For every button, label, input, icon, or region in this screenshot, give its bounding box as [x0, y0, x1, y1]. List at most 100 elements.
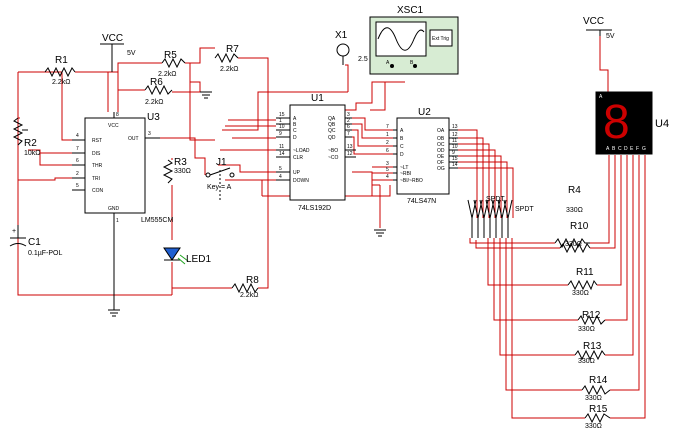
svg-text:C: C	[293, 128, 297, 134]
svg-text:5: 5	[76, 183, 79, 189]
svg-text:6: 6	[76, 158, 79, 164]
svg-text:10: 10	[279, 124, 285, 130]
svg-text:330Ω: 330Ω	[174, 168, 191, 175]
svg-text:2.2kΩ: 2.2kΩ	[240, 292, 258, 299]
svg-text:74LS47N: 74LS47N	[407, 198, 436, 205]
svg-text:330Ω: 330Ω	[578, 326, 595, 333]
wire-net	[17, 30, 646, 419]
resistor-r15[interactable]: R15 330Ω	[584, 404, 611, 430]
svg-text:330Ω: 330Ω	[585, 423, 602, 430]
svg-text:10kΩ: 10kΩ	[24, 150, 41, 157]
resistor-r8[interactable]: R8 2.2kΩ	[231, 275, 259, 299]
svg-text:3: 3	[347, 112, 350, 118]
svg-text:2.5 V: 2.5 V	[358, 56, 375, 63]
ic-u1-74ls192[interactable]: A B C D ~LOAD CLR UP DOWN QA QB QC QD ~B…	[276, 93, 356, 212]
svg-text:XSC1: XSC1	[397, 5, 424, 16]
potentiometer-r2[interactable]: R2 10kΩ	[12, 117, 41, 157]
resistor-r14[interactable]: R14 330Ω	[581, 375, 611, 402]
capacitor-c1[interactable]: + C1 0.1µF-POL	[9, 225, 62, 257]
resistor-r12[interactable]: R12 330Ω	[577, 310, 606, 333]
svg-text:U1: U1	[311, 93, 324, 104]
svg-text:12: 12	[347, 151, 353, 157]
resistor-r7[interactable]: R7 2.2kΩ	[214, 44, 239, 73]
resistor-r1[interactable]: R1 2.2kΩ	[44, 55, 76, 86]
svg-text:Ext Trig: Ext Trig	[432, 36, 449, 42]
svg-text:330Ω: 330Ω	[566, 207, 583, 214]
ground-symbol	[108, 69, 430, 317]
u4-pin-label: D	[624, 146, 628, 152]
resistor-r3[interactable]: R3 330Ω	[162, 157, 191, 184]
svg-text:7: 7	[76, 146, 79, 152]
svg-text:A: A	[599, 94, 603, 100]
svg-text:74LS192D: 74LS192D	[298, 205, 331, 212]
svg-text:R7: R7	[226, 44, 239, 55]
svg-text:D: D	[293, 135, 297, 141]
svg-text:U4: U4	[655, 118, 669, 130]
svg-text:SPDT: SPDT	[486, 196, 505, 203]
oscilloscope-xsc1[interactable]: Ext Trig A B XSC1	[369, 5, 459, 75]
svg-text:8: 8	[116, 112, 119, 118]
svg-text:Key = A: Key = A	[207, 184, 232, 191]
svg-text:4: 4	[76, 133, 79, 139]
vcc-left: VCC 5V	[100, 33, 136, 72]
svg-text:A: A	[400, 128, 404, 134]
svg-text:A: A	[293, 116, 297, 122]
svg-text:CON: CON	[92, 188, 104, 194]
svg-text:9: 9	[279, 131, 282, 137]
svg-text:RST: RST	[92, 138, 102, 144]
resistor-r11[interactable]: R11 330Ω	[567, 267, 598, 297]
svg-text:2: 2	[76, 171, 79, 177]
resistor-r13[interactable]: R13 330Ω	[574, 341, 606, 365]
resistor-r4[interactable]: R4 330Ω	[554, 185, 590, 249]
resistor-r5[interactable]: R5 2.2kΩ	[158, 50, 186, 78]
svg-text:GND: GND	[108, 206, 120, 212]
svg-text:6: 6	[347, 124, 350, 130]
ic-u3-lm555[interactable]: RST DIS THR TRI CON VCC OUT GND 4 7 6 2 …	[72, 112, 173, 225]
svg-text:R6: R6	[150, 77, 163, 88]
svg-text:+: +	[12, 228, 16, 235]
svg-text:4: 4	[279, 174, 282, 180]
probe-x1: X1 2.5 V	[335, 30, 375, 65]
svg-text:15: 15	[279, 112, 285, 118]
svg-text:330Ω: 330Ω	[572, 290, 589, 297]
svg-text:R1: R1	[55, 55, 68, 66]
svg-text:~LOAD: ~LOAD	[293, 148, 310, 154]
svg-text:9: 9	[452, 150, 455, 156]
resistor-r10[interactable]: R10 330Ω	[559, 221, 591, 254]
resistor-r6[interactable]: R6 2.2kΩ	[144, 77, 173, 106]
svg-text:11: 11	[452, 138, 457, 144]
svg-text:11: 11	[279, 144, 284, 150]
svg-text:OC: OC	[437, 142, 445, 148]
ic-u2-74ls47[interactable]: A B C D ~LT ~RBI ~BI/~RBO OA OB OC OD OE…	[386, 107, 458, 205]
svg-text:CLR: CLR	[293, 155, 303, 161]
svg-text:13: 13	[347, 144, 353, 150]
svg-text:R8: R8	[246, 275, 259, 286]
svg-text:QB: QB	[328, 122, 336, 128]
svg-text:QA: QA	[328, 116, 336, 122]
svg-text:2.2kΩ: 2.2kΩ	[52, 79, 70, 86]
svg-text:R15: R15	[589, 404, 608, 415]
spdt-switch-bank[interactable]: SPDT SPDT	[467, 196, 534, 238]
u4-pin-label: B	[612, 146, 616, 152]
svg-text:5: 5	[386, 167, 389, 173]
svg-text:R3: R3	[174, 157, 187, 168]
svg-text:X1: X1	[335, 30, 348, 41]
svg-text:DIS: DIS	[92, 151, 101, 157]
switch-j1[interactable]: J1 Key = A	[205, 157, 235, 200]
svg-text:R5: R5	[164, 50, 177, 61]
svg-text:5: 5	[279, 166, 282, 172]
led-1[interactable]: LED1	[163, 247, 211, 265]
svg-text:LM555CM: LM555CM	[141, 217, 173, 224]
u4-pin-label: E	[630, 146, 634, 152]
svg-text:3: 3	[148, 131, 151, 137]
svg-text:15: 15	[452, 156, 458, 162]
svg-text:QC: QC	[328, 128, 336, 134]
svg-text:U3: U3	[147, 112, 160, 123]
u4-pin-label: C	[618, 146, 622, 152]
svg-text:OE: OE	[437, 154, 445, 160]
svg-text:5V: 5V	[127, 50, 136, 57]
svg-text:330Ω: 330Ω	[578, 358, 595, 365]
svg-text:13: 13	[452, 124, 458, 130]
